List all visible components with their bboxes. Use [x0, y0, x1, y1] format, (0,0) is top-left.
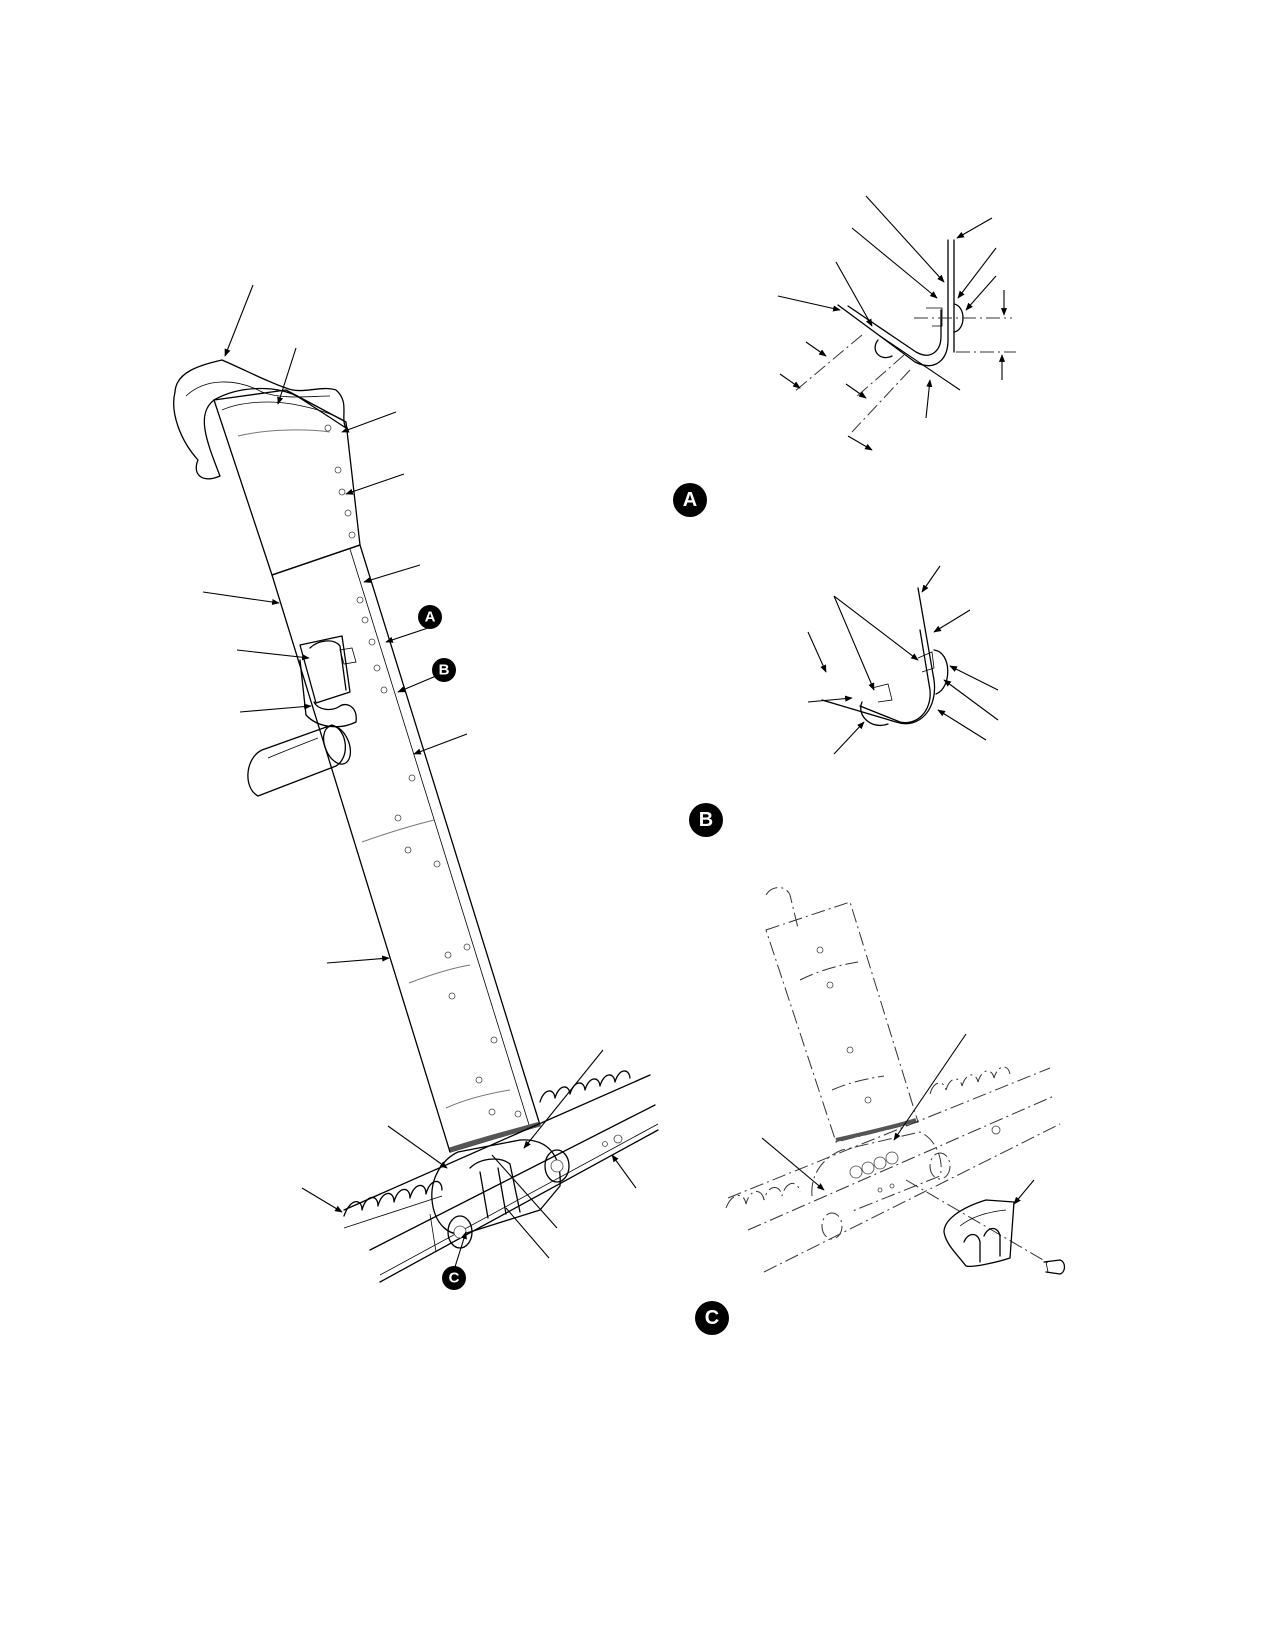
handle-grip	[247, 724, 352, 797]
detail-c-section: C	[695, 887, 1066, 1335]
coil-spring-right	[539, 1070, 631, 1103]
detail-a-title-bubble	[673, 483, 707, 517]
detail-a-leaders	[777, 195, 1008, 451]
callout-label-a: A	[425, 609, 436, 626]
main-assembly: A B C	[173, 284, 659, 1290]
detail-b-title-bubble	[689, 803, 723, 837]
detail-c-title: C	[705, 1307, 719, 1329]
coil-spring-left	[343, 1180, 443, 1229]
top-fairing	[173, 359, 361, 576]
callout-bubble-a: A	[418, 605, 442, 629]
main-leader-lines	[202, 284, 637, 1271]
detail-b-title: B	[699, 809, 713, 831]
rivet-row	[324, 424, 522, 1118]
detail-c-leaders	[761, 1033, 1035, 1205]
callout-bubble-c: C	[442, 1266, 466, 1290]
mast-tube	[271, 544, 541, 1153]
detail-b-section: B	[689, 565, 999, 837]
callout-bubble-b: B	[432, 658, 456, 682]
callout-label-b: B	[439, 662, 450, 679]
detail-c-bolt	[1043, 1259, 1066, 1275]
detail-a-title: A	[683, 489, 697, 511]
base-fitting	[429, 1139, 570, 1253]
mast-bracket	[299, 635, 357, 728]
cross-tube	[343, 1074, 659, 1283]
detail-c-title-bubble	[695, 1301, 729, 1335]
callout-label-c: C	[449, 1270, 460, 1287]
detail-c-cover-plate	[943, 1199, 1015, 1268]
detail-a-section: A	[673, 195, 1016, 517]
detail-b-leaders	[807, 565, 999, 755]
